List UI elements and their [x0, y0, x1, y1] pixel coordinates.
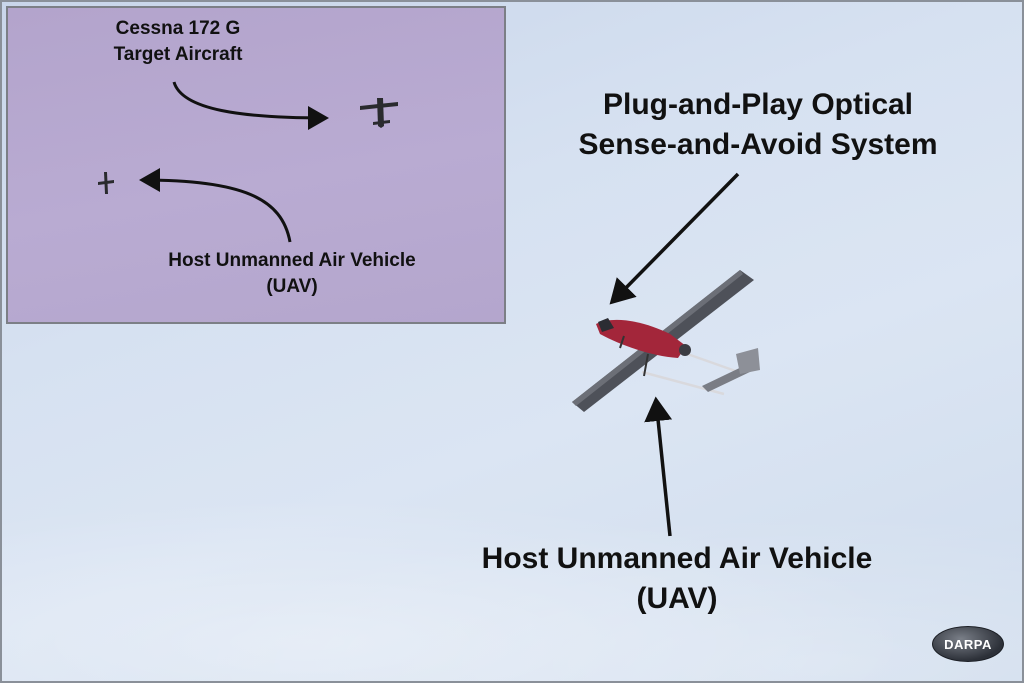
cessna-silhouette — [360, 98, 398, 128]
darpa-logo-text: DARPA — [944, 636, 992, 652]
host-uav-label-line1: Host Unmanned Air Vehicle — [481, 542, 873, 575]
system-arrow — [609, 172, 740, 305]
host-uav-label-line2: (UAV) — [636, 582, 718, 615]
target-aircraft-label-line2: Target Aircraft — [113, 44, 243, 65]
target-aircraft-label-line1: Cessna 172 G — [115, 18, 241, 39]
sense-and-avoid-label-line2: Sense-and-Avoid System — [578, 128, 938, 161]
inset-host-uav-label: Host Unmanned Air Vehicle (UAV) — [127, 248, 457, 300]
sense-and-avoid-label: Plug-and-Play Optical Sense-and-Avoid Sy… — [558, 85, 958, 165]
inset-host-uav-label-line2: (UAV) — [266, 276, 318, 297]
small-uav-silhouette — [98, 172, 114, 194]
host-uav-arrow — [644, 396, 673, 537]
target-arrow — [172, 81, 329, 130]
inset-host-arrow — [139, 168, 292, 243]
cloud-haze — [2, 472, 1022, 681]
sense-and-avoid-label-line1: Plug-and-Play Optical — [602, 88, 914, 121]
target-aircraft-label: Cessna 172 G Target Aircraft — [98, 16, 258, 68]
inset-photo — [6, 6, 506, 324]
darpa-logo: DARPA — [932, 626, 1004, 662]
uav-aircraft — [572, 270, 760, 412]
host-uav-label: Host Unmanned Air Vehicle (UAV) — [462, 539, 892, 619]
inset-host-uav-label-line1: Host Unmanned Air Vehicle — [168, 250, 416, 271]
